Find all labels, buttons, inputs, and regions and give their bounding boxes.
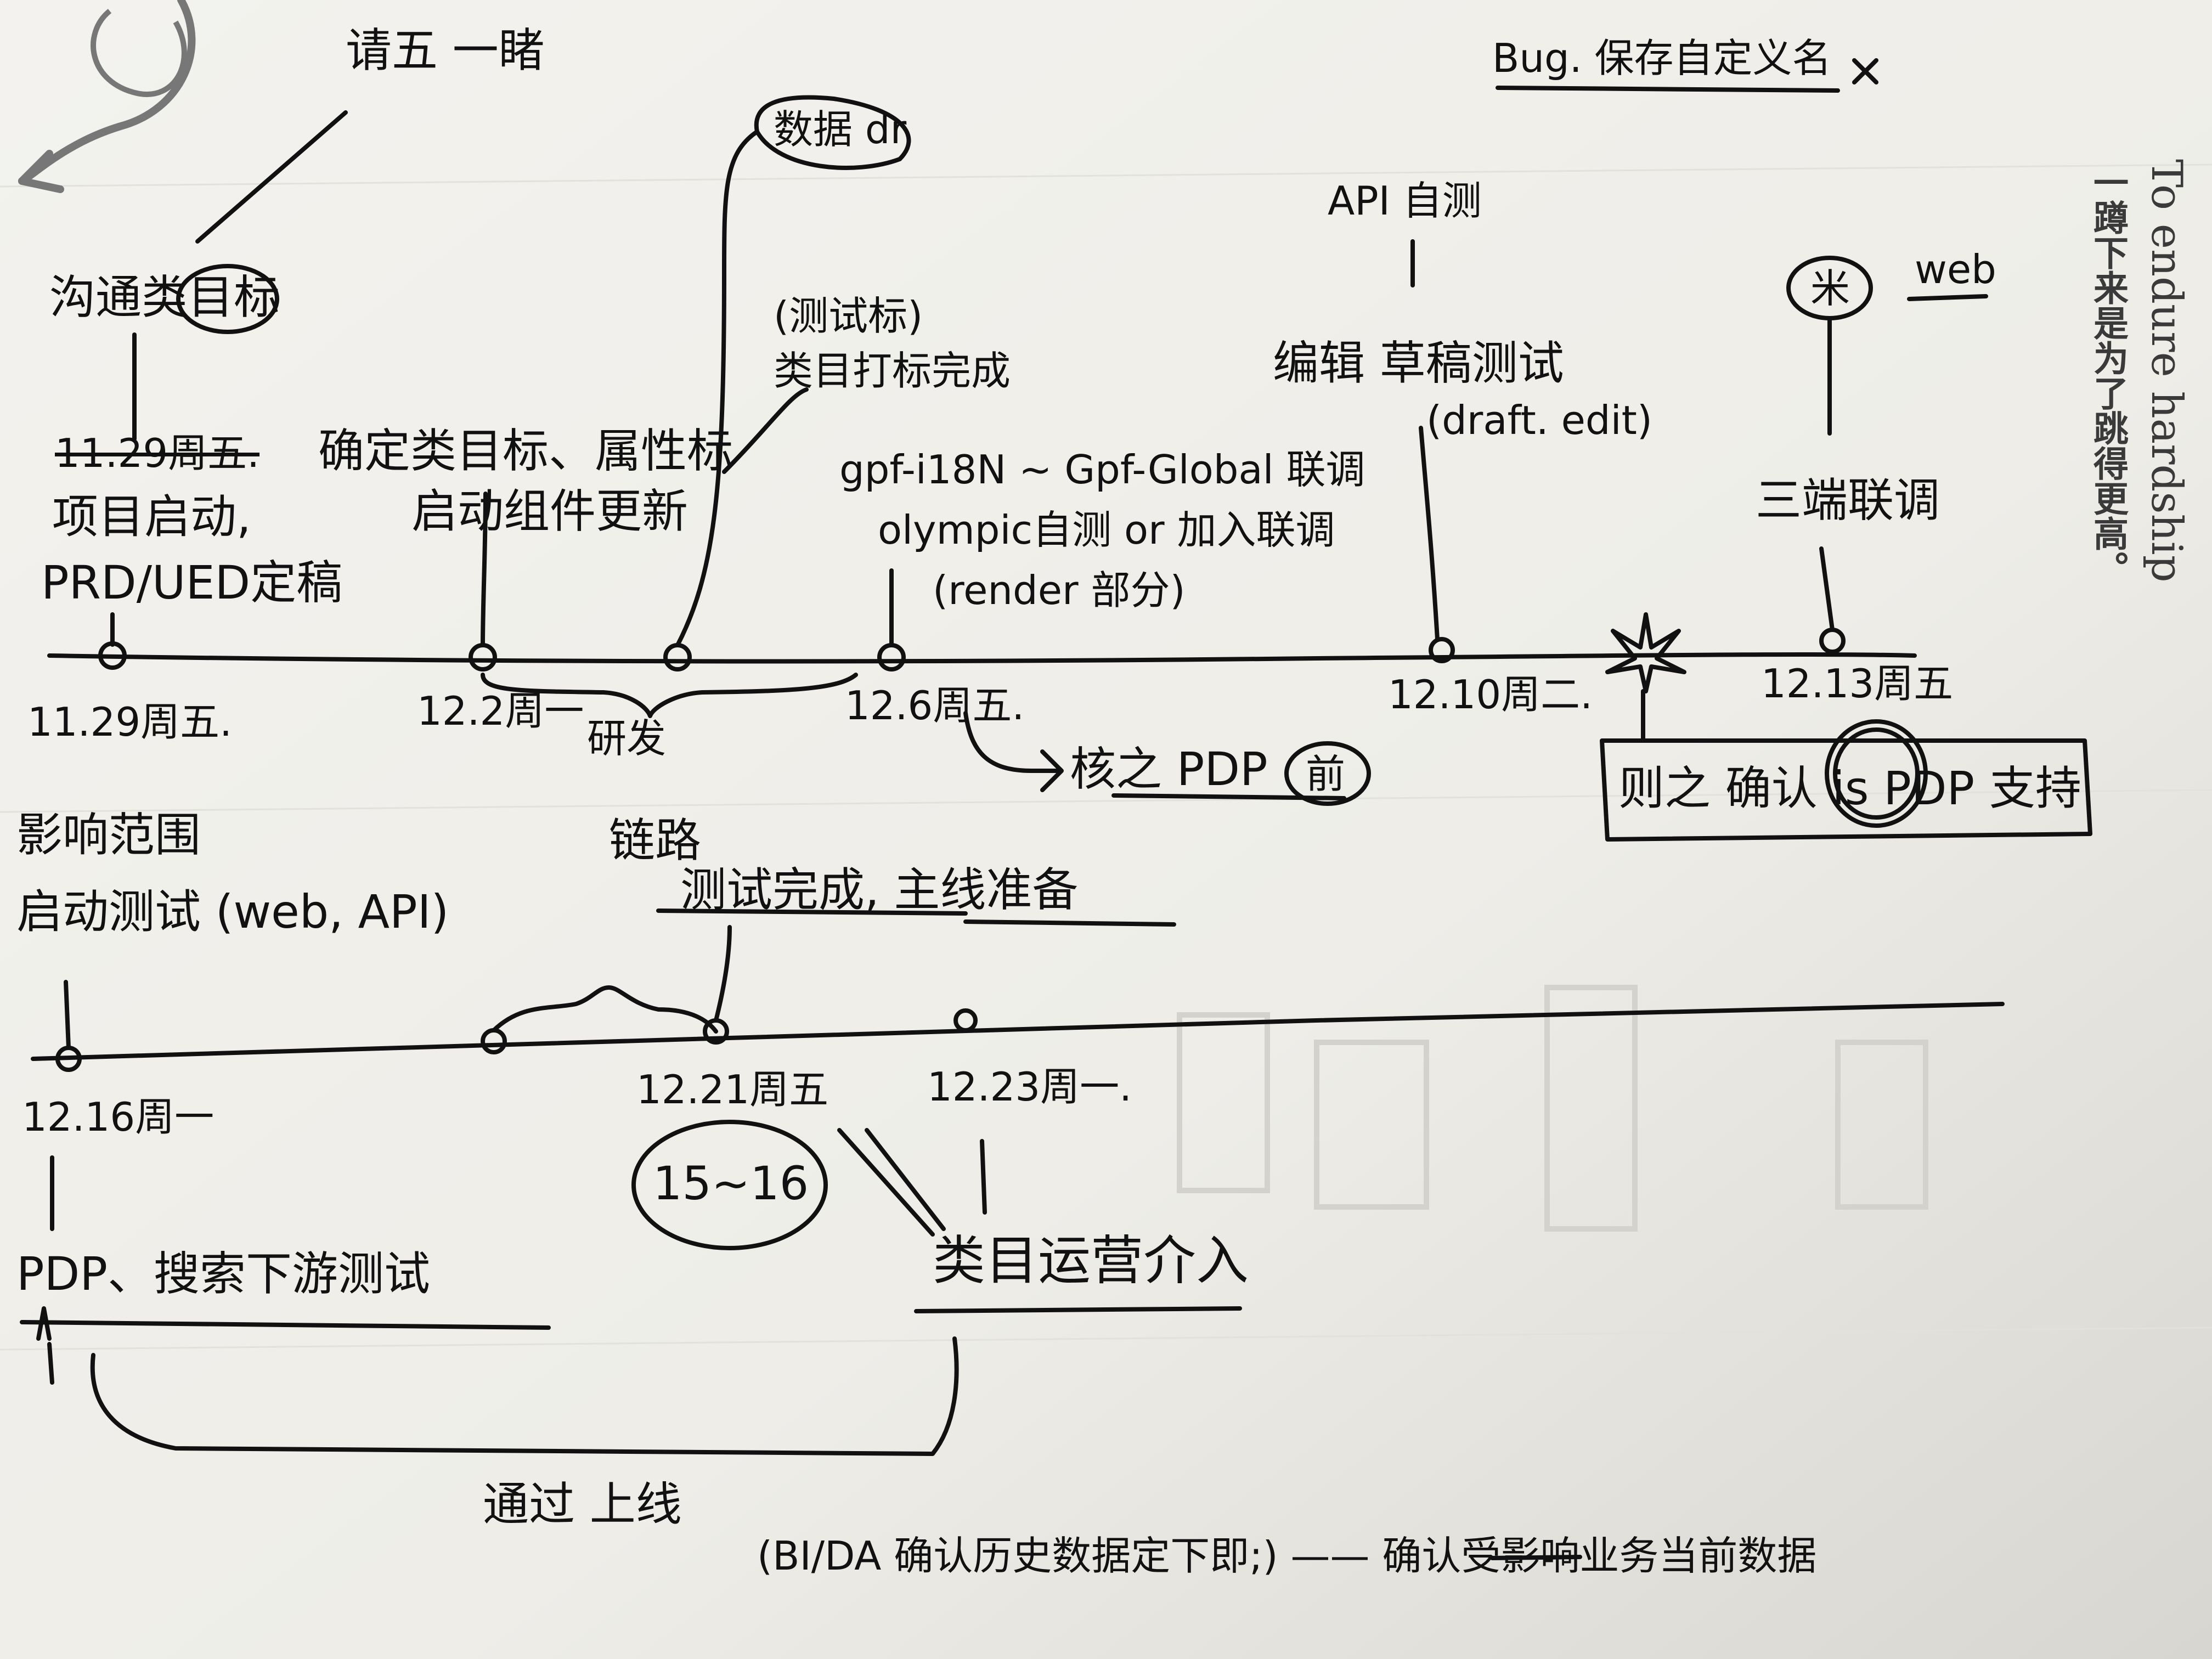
note-top-left: 请五 一睹 [346, 24, 545, 77]
note-test-target: (测试标) [774, 293, 923, 339]
timeline1-date-4: 12.13周五 [1761, 661, 1954, 707]
note-mi-circle: 米 [1810, 266, 1850, 312]
note-pass: 通过 上线 [483, 1477, 682, 1531]
timeline2-date-2: 12.23周一. [927, 1064, 1132, 1110]
note-start-test: 启动测试 (web, API) [16, 885, 449, 939]
timeline2-date-1: 12.21周五 [636, 1066, 829, 1113]
note-target-done: 类目打标完成 [774, 348, 1011, 394]
printed-chinese: 一蹲下来是为了跳得更高。 [2087, 165, 2128, 586]
timeline1-date-3: 12.10周二. [1388, 672, 1593, 718]
timeline2-date-0: 12.16周一 [22, 1094, 215, 1140]
note-pdp-search: PDP、搜索下游测试 [16, 1247, 430, 1301]
note-three-end: 三端联调 [1756, 473, 1940, 527]
note-dev: 研发 [587, 715, 667, 761]
note-goal: 沟通类目标 [49, 270, 280, 324]
note-star-label: 数据 dr [774, 106, 907, 153]
note-component-update: 启动组件更新 [411, 484, 689, 538]
note-range: 15~16 [653, 1156, 809, 1210]
timeline1-date-1: 12.2周一 [417, 688, 584, 734]
note-olympic-line: olympic自测 or 加入联调 [878, 507, 1335, 553]
timeline1-date-2: 12.6周五. [845, 682, 1025, 729]
note-impact-scope: 影响范围 [16, 808, 201, 862]
note-confirm-targets: 确定类目标、属性标 [318, 424, 733, 478]
note-editor-test: 编辑 草稿测试 [1273, 336, 1564, 390]
note-render-part: (render 部分) [933, 567, 1186, 613]
note-pdp-review: 核之 PDP [1070, 742, 1268, 796]
note-prd-final: PRD/UED定稿 [41, 556, 343, 610]
note-strike-date: 11.29周五. [55, 430, 260, 476]
note-confirm-box: 则之 确认 is PDP 支持 [1618, 761, 2081, 815]
note-draft-edit: (draft. edit) [1426, 397, 1652, 443]
note-bi-line: (BI/DA 确认历史数据定下即;) —— 确认受影响业务当前数据 [757, 1533, 1817, 1579]
bleed-through [1177, 985, 1928, 1232]
timeline1-date-0: 11.29周五. [27, 699, 233, 745]
note-link: 链路 [609, 814, 702, 867]
note-bug: Bug. 保存自定义名 [1492, 35, 1832, 81]
note-gpf-line: gpf-i18N ~ Gpf-Global 联调 [839, 447, 1365, 493]
note-project-start: 项目启动, [52, 490, 251, 544]
note-front-circle: 前 [1306, 751, 1346, 797]
note-test-done: 测试完成, 主线准备 [680, 863, 1079, 917]
note-api-self-test: API 自测 [1328, 178, 1482, 224]
printed-english: To endure hardship [2142, 159, 2191, 583]
note-category-ops: 类目运营介入 [933, 1230, 1249, 1291]
note-web: web [1915, 246, 1996, 292]
